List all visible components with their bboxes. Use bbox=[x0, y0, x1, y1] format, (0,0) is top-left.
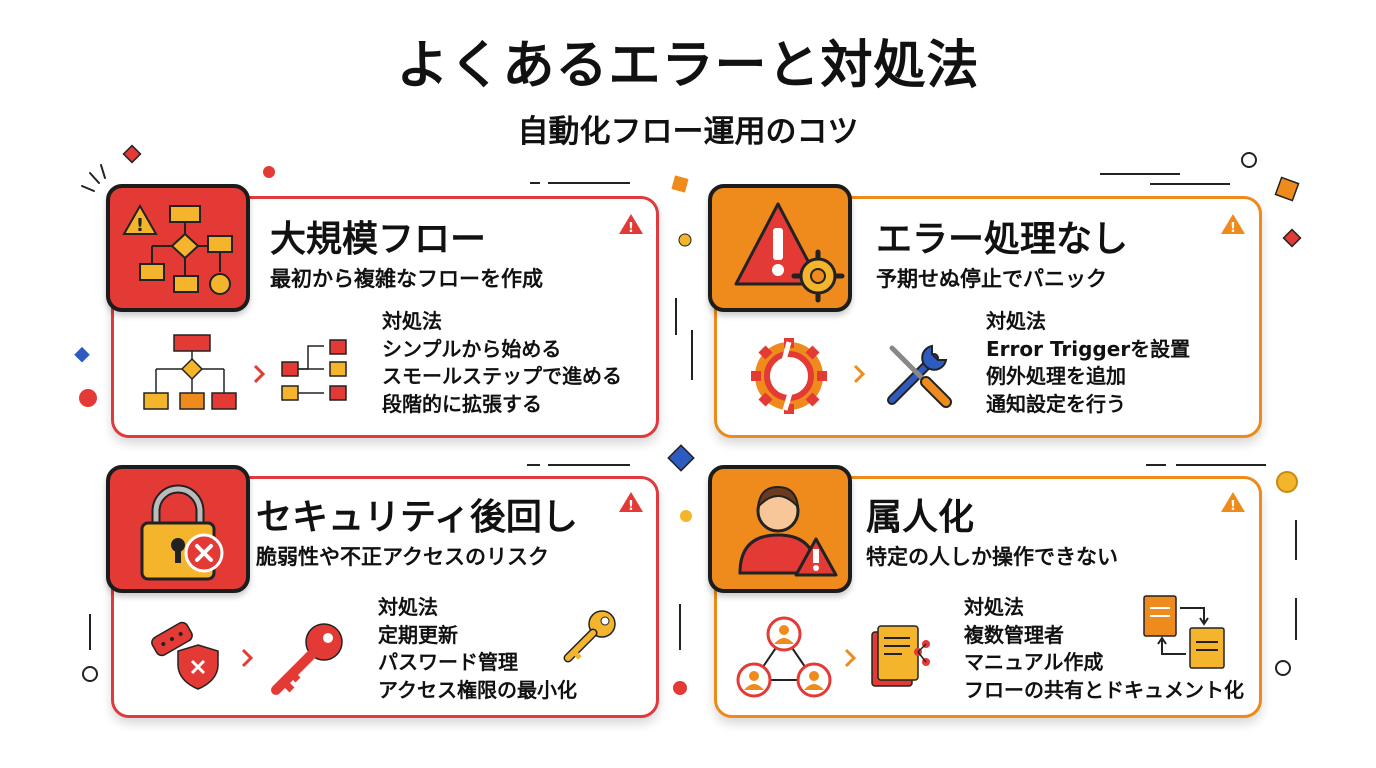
bug-shield-icon bbox=[151, 621, 219, 690]
card-description: 脆弱性や不正アクセスのリスク bbox=[256, 545, 549, 569]
svg-text:!: ! bbox=[628, 221, 634, 235]
solution-list: 対処法 Error Triggerを設置 例外処理を追加 通知設定を行う bbox=[986, 308, 1190, 418]
solution-item: 段階的に拡張する bbox=[382, 391, 542, 416]
page-subtitle: 自動化フロー運用のコツ bbox=[517, 114, 859, 150]
flowchart-warning-icon: ! bbox=[106, 184, 250, 312]
solution-item: スモールステップで進める bbox=[382, 364, 622, 388]
key-icon bbox=[271, 623, 343, 695]
solution-item: Error Triggerを設置 bbox=[986, 336, 1191, 361]
chevron-right-icon bbox=[241, 648, 254, 668]
document-exchange-icon bbox=[1143, 595, 1225, 669]
warning-icon: ! bbox=[1221, 492, 1245, 513]
warning-icon: ! bbox=[1221, 214, 1245, 235]
warning-gear-icon bbox=[708, 184, 852, 312]
padlock-denied-icon bbox=[106, 465, 250, 593]
solution-item: マニュアル作成 bbox=[964, 650, 1104, 674]
warning-icon: ! bbox=[619, 492, 643, 513]
svg-text:!: ! bbox=[1230, 499, 1236, 513]
card-description: 予期せぬ停止でパニック bbox=[876, 267, 1107, 291]
svg-text:!: ! bbox=[1230, 221, 1236, 235]
warning-icon: ! bbox=[619, 214, 643, 235]
card-title: セキュリティ後回し bbox=[256, 497, 578, 538]
wrench-screwdriver-icon bbox=[887, 344, 952, 408]
solution-item: 例外処理を追加 bbox=[986, 364, 1126, 388]
solution-list: 対処法 シンプルから始める スモールステップで進める 段階的に拡張する bbox=[382, 308, 622, 418]
simple-steps-icon bbox=[281, 339, 347, 401]
solution-list: 対処法 定期更新 パスワード管理 アクセス権限の最小化 bbox=[378, 594, 577, 704]
chevron-right-icon bbox=[844, 648, 857, 668]
broken-gear-icon bbox=[751, 338, 827, 414]
team-network-icon bbox=[736, 616, 832, 698]
solution-item: アクセス権限の最小化 bbox=[378, 677, 577, 702]
card-description: 最初から複雑なフローを作成 bbox=[270, 267, 543, 291]
solution-item: 複数管理者 bbox=[964, 622, 1064, 647]
gold-key-icon bbox=[563, 610, 616, 663]
solution-heading: 対処法 bbox=[986, 309, 1046, 333]
complex-flow-icon bbox=[143, 334, 237, 410]
solution-heading: 対処法 bbox=[964, 595, 1024, 619]
card-title: 大規模フロー bbox=[270, 219, 487, 260]
solution-item: 通知設定を行う bbox=[986, 391, 1126, 416]
solution-item: フローの共有とドキュメント化 bbox=[964, 677, 1244, 702]
solution-item: 定期更新 bbox=[378, 622, 458, 647]
card-title: エラー処理なし bbox=[876, 219, 1129, 260]
svg-text:!: ! bbox=[628, 499, 634, 513]
solution-item: パスワード管理 bbox=[378, 650, 518, 674]
shared-document-icon bbox=[871, 625, 930, 687]
solution-heading: 対処法 bbox=[378, 595, 438, 619]
card-description: 特定の人しか操作できない bbox=[866, 545, 1118, 569]
solution-item: シンプルから始める bbox=[382, 336, 562, 361]
solution-heading: 対処法 bbox=[382, 309, 442, 333]
svg-text:!: ! bbox=[136, 215, 144, 236]
person-warning-icon bbox=[708, 465, 852, 593]
chevron-right-icon bbox=[853, 364, 866, 384]
solution-list: 対処法 複数管理者 マニュアル作成 フローの共有とドキュメント化 bbox=[964, 594, 1244, 704]
card-title: 属人化 bbox=[866, 497, 975, 538]
chevron-right-icon bbox=[253, 364, 266, 384]
page-title: よくあるエラーと対処法 bbox=[396, 36, 980, 96]
